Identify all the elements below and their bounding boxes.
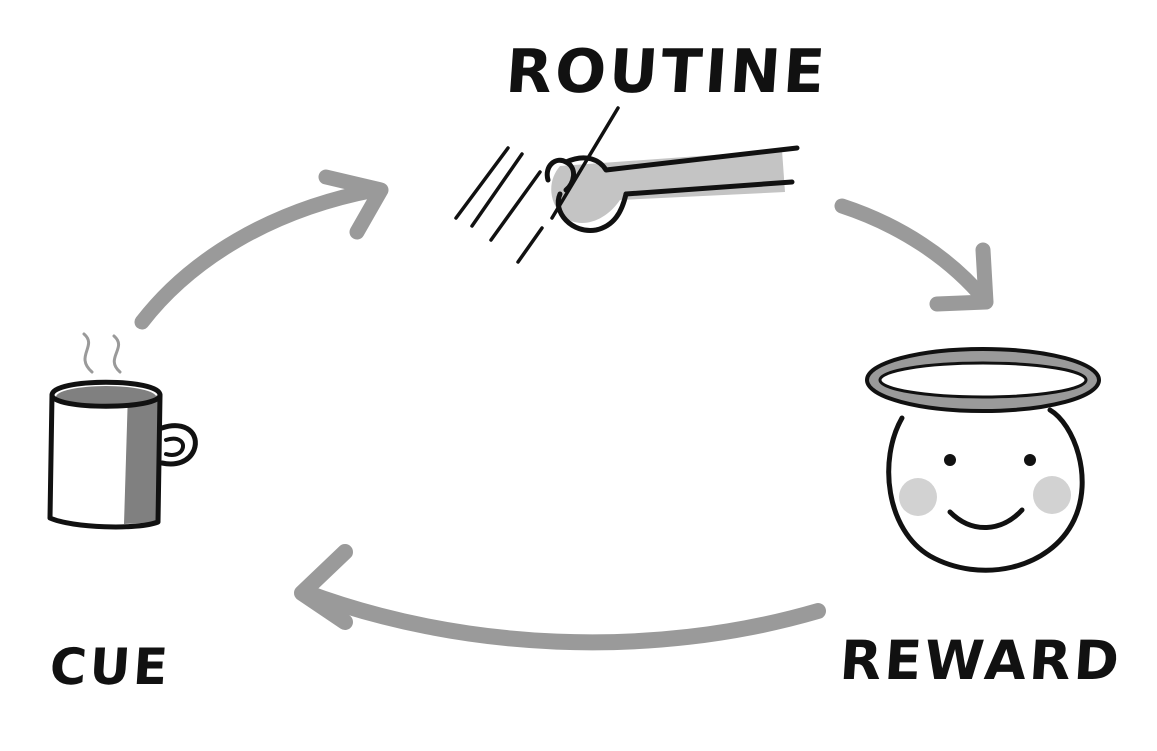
reward-label: REWARD bbox=[838, 634, 1124, 688]
spoon-stirring-icon bbox=[456, 108, 797, 262]
routine-label: ROUTINE bbox=[504, 42, 830, 102]
cue-label: CUE bbox=[48, 642, 172, 692]
arrow-cue-to-routine bbox=[142, 177, 381, 322]
coffee-mug-icon bbox=[50, 334, 195, 527]
arrow-reward-to-cue bbox=[302, 552, 818, 642]
arrow-routine-to-reward bbox=[842, 206, 986, 304]
smiley-with-halo-icon bbox=[867, 349, 1099, 570]
